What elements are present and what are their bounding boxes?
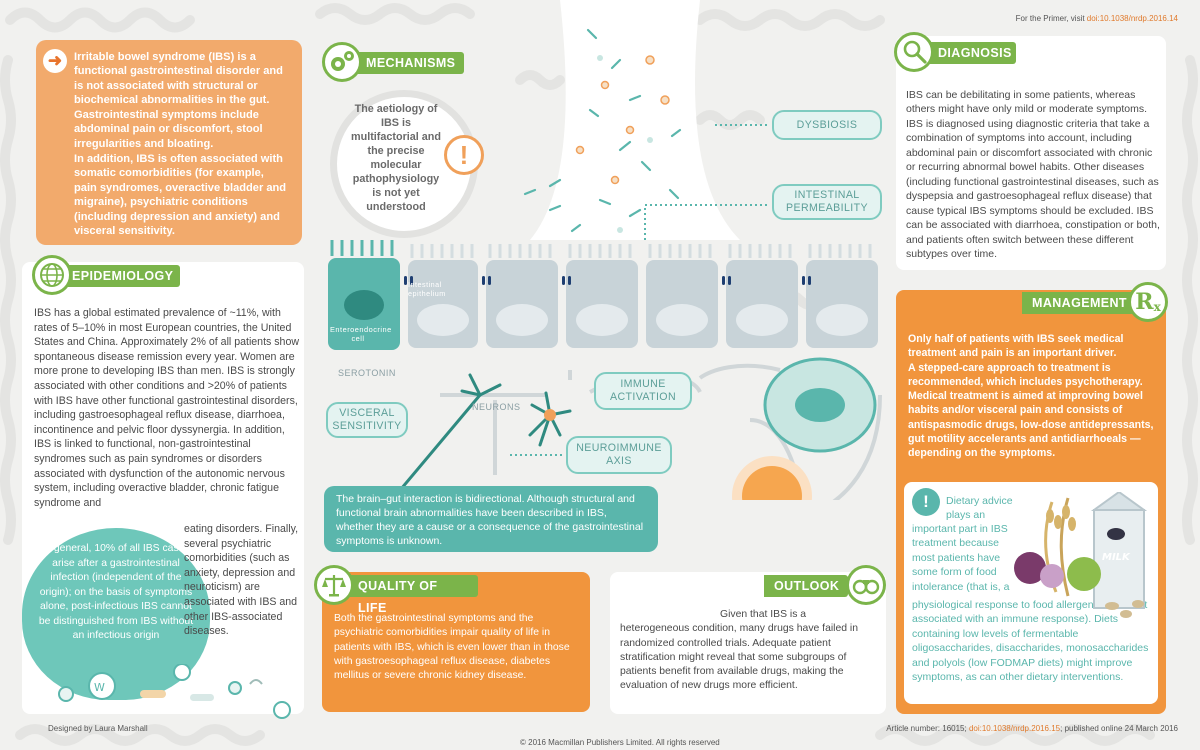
diet-text-a: Dietary advice plays an [946,495,1013,522]
diet-text-b: important part in IBS treatment because … [912,523,1010,593]
arrow-right-icon: ➜ [43,49,67,73]
brain-gut-text: The brain–gut interaction is bidirection… [336,493,644,547]
post-infectious-callout: In general, 10% of all IBS cases arise a… [38,543,194,642]
visceral-sensitivity-label: VISCERAL SENSITIVITY [332,407,402,432]
gut-diagram [328,0,882,500]
milk-label: MILK [1102,552,1131,563]
microbe-decoration: W [58,664,291,719]
primer-prefix: For the Primer, visit [1015,14,1087,23]
epithelium-label: Intestinal epithelium [408,280,446,298]
neuroimmune-axis-label: NEUROIMMUNE AXIS [576,442,662,467]
neurons-label: NEURONS [472,402,521,412]
brain-gut-box: The brain–gut interaction is bidirection… [324,486,658,552]
primer-link[interactable]: doi:10.1038/nrdp.2016.14 [1086,14,1178,23]
quality-of-life-heading: QUALITY OF LIFE [338,575,478,615]
article-link[interactable]: doi:10.1038/nrdp.2016.15 [968,724,1061,733]
epidemiology-body: IBS has a global estimated prevalence of… [34,307,299,509]
article-info: Article number: 16015; doi:10.1038/nrdp.… [886,724,1178,733]
article-prefix: Article number: 16015; [886,724,969,733]
management-title: MANAGEMENT [1032,296,1127,310]
permeability-label: INTESTINAL PERMEABILITY [786,189,868,214]
management-heading: MANAGEMENT [1022,292,1134,314]
visceral-sensitivity-pill: VISCERAL SENSITIVITY [326,402,408,438]
dysbiosis-label: DYSBIOSIS [796,118,858,131]
dysbiosis-pill: DYSBIOSIS [772,110,882,140]
intro-box: ➜ Irritable bowel syndrome (IBS) is a fu… [36,40,302,245]
article-suffix: ; published online 24 March 2016 [1060,724,1178,733]
scales-icon [314,565,354,605]
enteroendocrine-label: Enteroendocrine cell [330,325,392,344]
rx-letter: R [1135,289,1154,315]
diagnosis-title: DIAGNOSIS [938,46,1012,60]
outlook-body-wrap: Given that IBS is a heterogeneous condit… [620,608,878,694]
outlook-heading: OUTLOOK [764,575,848,597]
management-paragraph-1: Only half of patients with IBS seek medi… [908,333,1124,360]
management-body: Only half of patients with IBS seek medi… [908,332,1160,461]
mechanisms-title: MECHANISMS [366,56,456,70]
diet-text-c: physiological response to food allergens… [912,599,1149,683]
intro-paragraph-2: In addition, IBS is often associated wit… [74,152,287,238]
immune-activation-label: IMMUNE ACTIVATION [610,378,676,403]
neuroimmune-axis-pill: NEUROIMMUNE AXIS [566,436,672,474]
exclamation-icon: ! [444,135,484,175]
permeability-pill: INTESTINAL PERMEABILITY [772,184,882,220]
aetiology-text: The aetiology of IBS is multifactorial a… [351,103,441,214]
diagnosis-panel [896,36,1166,270]
epidemiology-heading: EPIDEMIOLOGY [52,265,180,287]
management-paragraph-2: A stepped-care approach to treatment is … [908,361,1143,388]
management-paragraph-3: Medical treatment is aimed at improving … [908,390,1154,460]
primer-note: For the Primer, visit doi:10.1038/nrdp.2… [1016,14,1178,23]
gears-icon [322,42,362,82]
binoculars-icon [846,565,886,605]
exclamation-icon: ! [912,488,940,516]
food-illustration: MILK [1014,492,1148,618]
quality-of-life-body: Both the gastrointestinal symptoms and t… [334,613,570,682]
designer-credit: Designed by Laura Marshall [48,724,148,733]
quality-of-life-title: QUALITY OF LIFE [358,579,438,615]
epidemiology-title: EPIDEMIOLOGY [72,269,174,283]
epidemiology-body-continued: eating disorders. Finally, several psych… [184,523,299,638]
mechanisms-heading: MECHANISMS [346,52,464,74]
magnifier-icon [894,32,934,72]
copyright: © 2016 Macmillan Publishers Limited. All… [520,738,720,747]
serotonin-label: SEROTONIN [338,368,396,378]
outlook-title: OUTLOOK [774,579,840,593]
immune-activation-pill: IMMUNE ACTIVATION [594,372,692,410]
globe-icon [32,255,72,295]
rx-subscript: x [1153,300,1161,314]
diagnosis-heading: DIAGNOSIS [918,42,1016,64]
svg-text:W: W [94,681,105,694]
diagnosis-body: IBS can be debilitating in some patients… [906,89,1160,261]
intro-paragraph-1: Irritable bowel syndrome (IBS) is a func… [74,51,283,150]
outlook-body: Given that IBS is a heterogeneous condit… [620,609,858,692]
